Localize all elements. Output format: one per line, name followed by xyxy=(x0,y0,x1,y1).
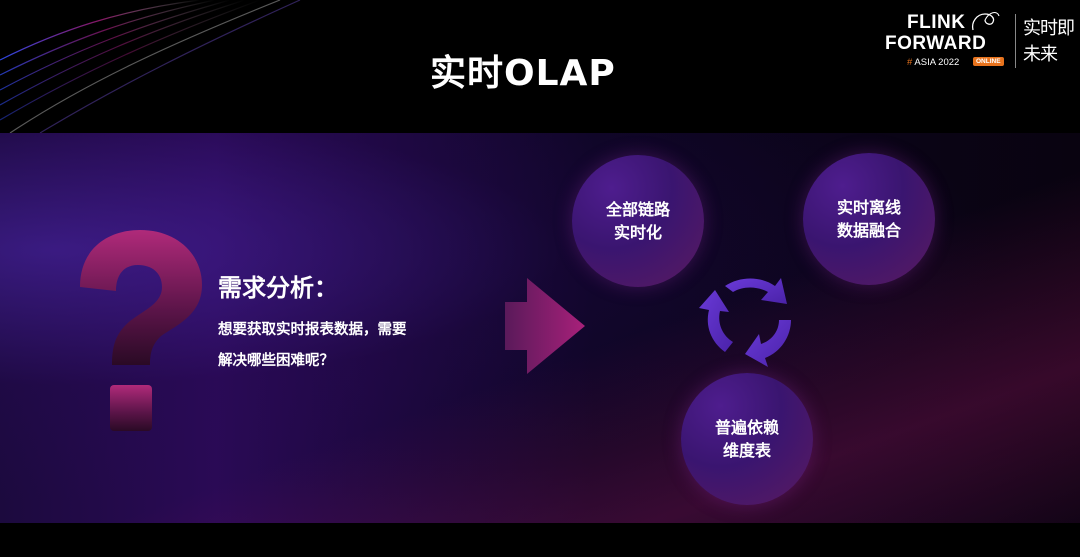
needs-line-1: 想要获取实时报表数据，需要 xyxy=(218,322,407,338)
circle-label-line1: 全部链路 xyxy=(605,200,670,219)
flink-forward-logo: FLINK FORWARD # ASIA 2022 ONLINE 实时即 未来 xyxy=(885,11,1075,72)
logo-slogan-line1: 实时即 xyxy=(1023,18,1075,39)
question-mark-icon xyxy=(80,230,202,431)
logo-event: ASIA 2022 xyxy=(914,57,960,68)
circle-label-line1: 普遍依赖 xyxy=(714,418,779,437)
right-arrow-icon xyxy=(505,278,585,374)
logo-line1: FLINK xyxy=(907,12,966,33)
circle-label-line2: 实时化 xyxy=(613,223,662,242)
logo-hash: # xyxy=(907,57,913,68)
cycle-arrows-icon xyxy=(699,278,791,367)
needs-line-2: 解决哪些困难呢？ xyxy=(218,353,334,369)
logo-line2: FORWARD xyxy=(885,33,987,54)
squirrel-icon xyxy=(971,11,1000,31)
circle-label-line2: 数据融合 xyxy=(836,221,901,240)
circle-realtime-offline-fusion: 实时离线 数据融合 xyxy=(803,153,935,285)
circle-full-chain-realtime: 全部链路 实时化 xyxy=(572,155,704,287)
logo-line3: # ASIA 2022 xyxy=(907,57,959,68)
logo-slogan-line2: 未来 xyxy=(1023,44,1058,65)
circle-label-line2: 维度表 xyxy=(722,441,771,460)
circle-label-line1: 实时离线 xyxy=(836,198,901,217)
logo-online-badge: ONLINE xyxy=(973,57,1004,66)
needs-heading: 需求分析： xyxy=(218,274,338,302)
logo-divider xyxy=(1015,14,1016,68)
circle-dimension-table: 普遍依赖 维度表 xyxy=(681,373,813,505)
slide-title: 实时OLAP xyxy=(430,53,616,94)
